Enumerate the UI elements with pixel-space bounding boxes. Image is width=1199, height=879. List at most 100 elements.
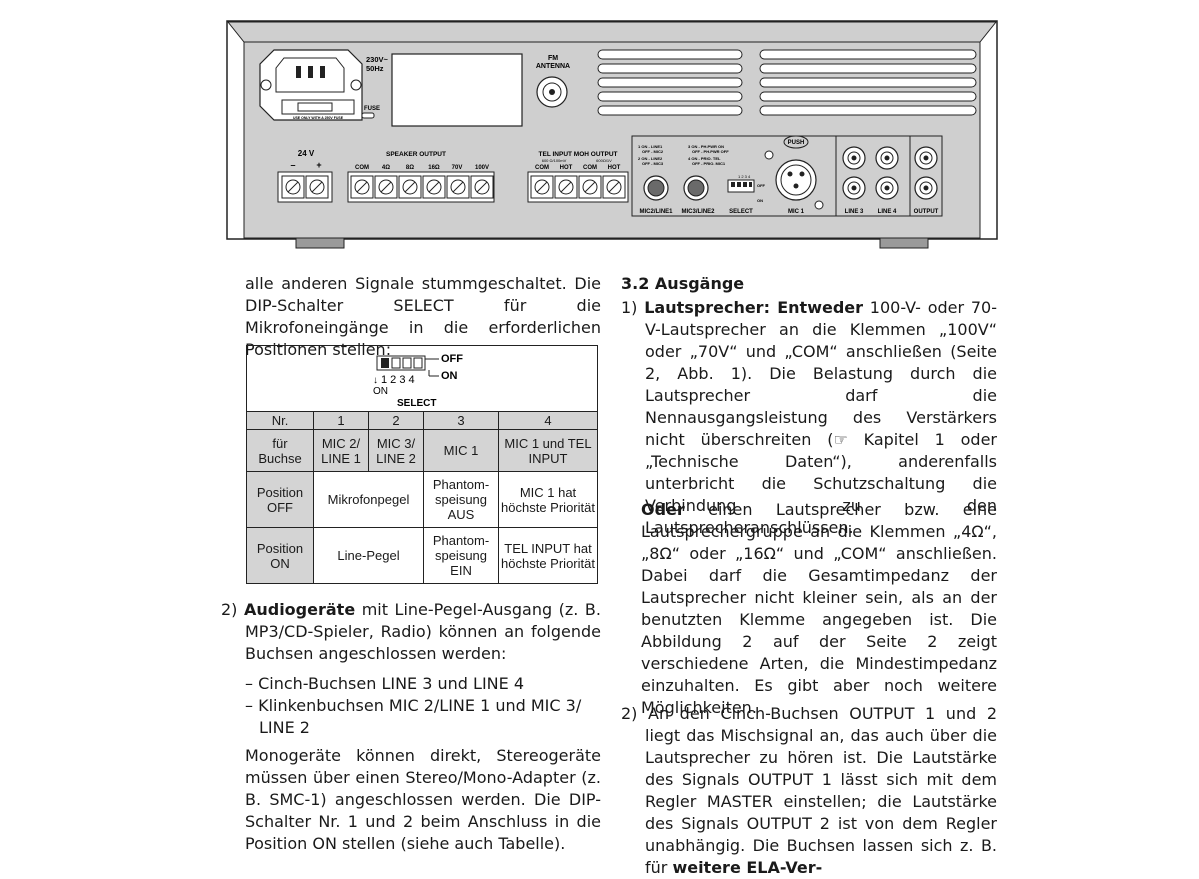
dip-legend-2-on: 2 ON - LINE2 <box>638 156 663 161</box>
dc-terminal-block <box>277 171 333 203</box>
dc-plus-label: + <box>316 160 321 170</box>
ventilation-grille <box>597 49 977 116</box>
dip-legend-3-on: 3 ON - PH.PWR ON <box>688 144 724 149</box>
dip-numbers: 1 2 3 4 <box>738 174 751 179</box>
intro-paragraph: alle anderen Signale stummgeschaltet. Di… <box>245 274 601 359</box>
terminal-label-com: COM <box>355 165 369 171</box>
line3-label: LINE 3 <box>845 209 864 215</box>
row-label-buchse: für Buchse <box>246 429 314 472</box>
terminal-label-8ohm: 8Ω <box>406 165 414 171</box>
dash-list: – Cinch-Buchsen LINE 3 und LINE 4 – Klin… <box>245 673 601 739</box>
on-priority: TEL INPUT hat höchste Priorität <box>498 527 598 584</box>
rca-jacks <box>842 146 938 200</box>
dc-minus-label: – <box>290 160 295 170</box>
antenna-jack <box>536 76 568 108</box>
item-2-output: 2) An den Cinch-Buchsen OUTPUT 1 und 2 l… <box>621 703 997 879</box>
item-2-output-text: An den Cinch-Buchsen OUTPUT 1 und 2 lieg… <box>645 704 997 877</box>
power-inlet: USE ONLY WITH A 250V FUSE <box>259 49 363 121</box>
terminal-label-4ohm: 4Ω <box>382 165 390 171</box>
oder-bold: Oder <box>641 500 685 519</box>
dip-legend-3-off: OFF - PH.PWR OFF <box>692 149 729 154</box>
tel-moh-title: TEL INPUT MOH OUTPUT <box>539 151 618 158</box>
buchse-4: MIC 1 und TEL INPUT <box>498 429 598 472</box>
amplifier-rear-panel-illustration: USE ONLY WITH A 250V FUSE 230V~ 50Hz FUS… <box>226 20 998 249</box>
terminal-label-70v: 70V <box>452 165 463 171</box>
mic3-jack <box>683 175 709 201</box>
buchse-3: MIC 1 <box>423 429 499 472</box>
switch-arrow: ↓ <box>373 375 378 386</box>
moh-com-label: COM <box>583 165 597 171</box>
mic1-xlr-jack <box>764 150 824 210</box>
oder-text: einen Lautsprecher bzw. eine Lautspreche… <box>641 500 997 717</box>
dip-select-table: OFF ON ↓ 1 2 3 4 ON SELECT Nr. 1 2 3 4 f… <box>246 345 598 584</box>
header-4: 4 <box>498 411 598 430</box>
dip-legend-1-off: OFF - MIC2 <box>642 149 664 154</box>
item-2-number: 2) <box>221 600 238 619</box>
fuse-holder <box>361 112 375 119</box>
moh-hot-label: HOT <box>608 165 621 171</box>
item-1-bold: Lautsprecher: Entweder <box>644 298 864 317</box>
fuse-note: USE ONLY WITH A 250V FUSE <box>293 116 344 120</box>
mic2-line1-label: MIC2/LINE1 <box>639 209 673 215</box>
tel-moh-terminal-block <box>527 171 629 203</box>
off-priority: MIC 1 hat höchste Priorität <box>498 471 598 528</box>
header-2: 2 <box>368 411 424 430</box>
item-2-output-number: 2) <box>621 704 638 723</box>
dip-switch-illustration: OFF ON ↓ 1 2 3 4 ON SELECT <box>373 353 463 409</box>
item-1-speakers: 1) Lautsprecher: Entweder 100-V- oder 70… <box>621 297 997 539</box>
oder-paragraph: Oder einen Lautsprecher bzw. eine Lautsp… <box>641 499 997 719</box>
dip-switch <box>727 179 755 193</box>
terminal-label-100v: 100V <box>475 165 489 171</box>
fm-label: FM <box>548 55 558 62</box>
switch-on-label: ON <box>441 370 458 382</box>
fuse-label: FUSE <box>364 106 380 112</box>
switch-on-small: ON <box>373 386 388 397</box>
dip-legend-2-off: OFF - MIC3 <box>642 161 664 166</box>
header-1: 1 <box>313 411 369 430</box>
push-release-button <box>783 135 809 149</box>
item-2-bold: Audiogeräte <box>243 600 356 619</box>
output-label: OUTPUT <box>914 209 939 215</box>
speaker-terminal-block <box>347 171 495 203</box>
item-2-output-bold: weitere ELA-Ver- <box>672 858 823 877</box>
switch-select-label: SELECT <box>397 398 436 408</box>
voltage-label: 230V~ <box>366 55 389 64</box>
on-level: Line-Pegel <box>313 527 424 584</box>
antenna-label: ANTENNA <box>536 63 570 70</box>
header-3: 3 <box>423 411 499 430</box>
dip-legend-1-on: 1 ON - LINE1 <box>638 144 663 149</box>
mic2-jack <box>643 175 669 201</box>
item-2-audio-devices: 2) Audiogeräte mit Line-Pegel-Ausgang (z… <box>221 599 601 665</box>
row-label-off: Position OFF <box>246 471 314 528</box>
buchse-2: MIC 3/ LINE 2 <box>368 429 424 472</box>
dip-off-label: OFF <box>757 183 766 188</box>
frequency-label: 50Hz <box>366 64 384 73</box>
push-label: PUSH <box>788 140 805 146</box>
dash-item-klinke: – Klinkenbuchsen MIC 2/LINE 1 und MIC 3/… <box>245 696 582 737</box>
tel-com-label: COM <box>535 165 549 171</box>
switch-diagram-cell: OFF ON ↓ 1 2 3 4 ON SELECT <box>246 345 598 412</box>
switch-numbers: 1 2 3 4 <box>381 374 415 386</box>
on-phantom: Phantom-speisung EIN <box>423 527 499 584</box>
speaker-output-title: SPEAKER OUTPUT <box>386 151 446 158</box>
item-1-text: 100-V- oder 70-V-Lautsprecher an die Kle… <box>645 298 997 537</box>
buchse-1: MIC 2/ LINE 1 <box>313 429 369 472</box>
off-level: Mikrofonpegel <box>313 471 424 528</box>
select-label: SELECT <box>729 209 753 215</box>
mic3-line2-label: MIC3/LINE2 <box>681 209 715 215</box>
tel-impedance: 600 Ω/100mV <box>542 158 567 163</box>
item-1-number: 1) <box>621 298 638 317</box>
section-heading-ausgaenge: 3.2 Ausgänge <box>621 274 745 293</box>
dip-on-label: ON <box>757 198 763 203</box>
dash-item-cinch: – Cinch-Buchsen LINE 3 und LINE 4 <box>245 674 525 693</box>
off-phantom: Phantom-speisung AUS <box>423 471 499 528</box>
header-nr: Nr. <box>246 411 314 430</box>
mic1-label: MIC 1 <box>788 209 805 215</box>
dip-legend-4-on: 4 ON - PRIO. TEL <box>688 156 721 161</box>
tel-hot-label: HOT <box>560 165 573 171</box>
terminal-label-16ohm: 16Ω <box>428 165 440 171</box>
moh-impedance: 600Ω/1V <box>596 158 612 163</box>
item-2-text: mit Line-Pegel-Ausgang (z. B. MP3/CD-Spi… <box>245 600 601 663</box>
label-plate <box>391 53 523 127</box>
switch-off-label: OFF <box>441 353 463 365</box>
